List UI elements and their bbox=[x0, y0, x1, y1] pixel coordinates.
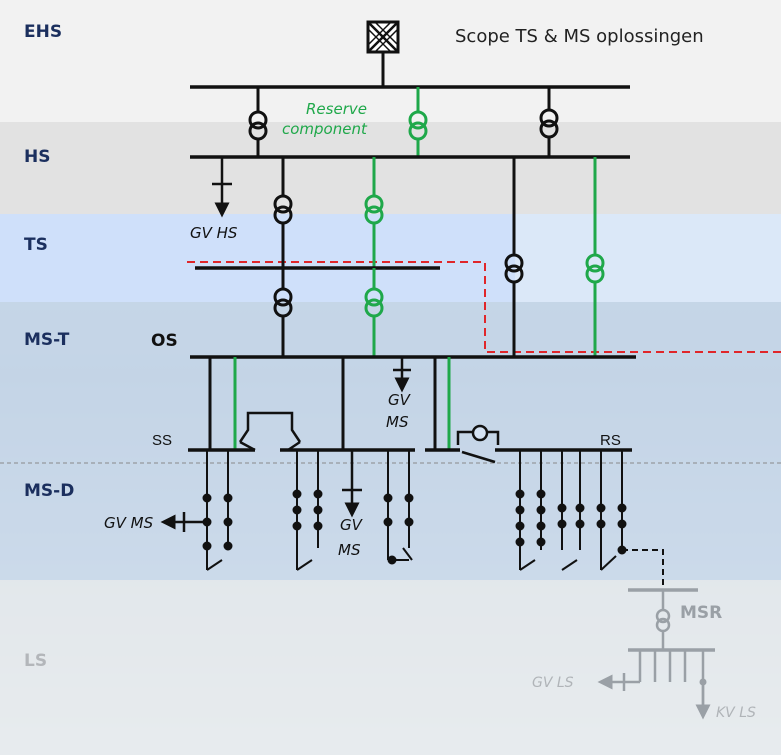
coupler-switch-icon bbox=[238, 411, 302, 452]
gv-ms-left-label: GV MS bbox=[104, 514, 154, 532]
diagram-title: Scope TS & MS oplossingen bbox=[455, 26, 704, 47]
ss-label: SS bbox=[152, 432, 172, 449]
transformer-icon bbox=[273, 268, 293, 357]
load-arrow-icon bbox=[212, 157, 232, 218]
level-ms-d: MS-D bbox=[24, 481, 74, 501]
level-ms-t: MS-T bbox=[24, 330, 70, 350]
gv-ms-mid-line1: GV bbox=[388, 391, 412, 409]
breaker-icon bbox=[515, 450, 627, 571]
gv-ls-label: GV LS bbox=[532, 675, 574, 691]
load-arrow-icon bbox=[597, 673, 640, 691]
band-ts bbox=[0, 214, 515, 302]
gv-ms-low-line1: GV bbox=[340, 516, 364, 534]
msr-link-line bbox=[622, 549, 664, 585]
load-arrow-icon bbox=[342, 450, 362, 518]
reserve-label-line2: component bbox=[282, 120, 368, 138]
gv-ms-low-line2: MS bbox=[338, 541, 361, 559]
gv-hs-label: GV HS bbox=[190, 224, 238, 242]
reserve-transformer-icon bbox=[408, 87, 428, 157]
transformer-icon bbox=[248, 87, 268, 157]
reserve-transformer-icon bbox=[585, 157, 605, 357]
kv-ls-label: KV LS bbox=[716, 705, 756, 721]
level-ts: TS bbox=[24, 235, 48, 255]
load-arrow-icon bbox=[393, 357, 411, 393]
os-label: OS bbox=[151, 331, 178, 351]
reserve-transformer-icon bbox=[364, 268, 384, 357]
level-ls: LS bbox=[24, 651, 47, 671]
msr-label: MSR bbox=[680, 603, 722, 623]
reserve-transformer-icon bbox=[364, 157, 384, 268]
level-ehs: EHS bbox=[24, 22, 62, 42]
gv-ms-mid-line2: MS bbox=[386, 413, 409, 431]
transformer-icon bbox=[273, 157, 293, 268]
reserve-label-line1: Reserve bbox=[306, 100, 367, 118]
transformer-icon bbox=[539, 87, 559, 157]
band-hs bbox=[0, 122, 781, 214]
coupler-switch-icon bbox=[456, 424, 500, 464]
load-arrow-icon bbox=[160, 512, 207, 532]
level-hs: HS bbox=[24, 147, 50, 167]
band-ms bbox=[0, 302, 781, 580]
breaker-icon bbox=[383, 450, 414, 565]
transformer-icon bbox=[504, 157, 524, 357]
grid-connection-icon bbox=[366, 20, 400, 87]
breaker-icon bbox=[202, 450, 233, 571]
band-ls bbox=[0, 580, 781, 755]
breaker-icon bbox=[292, 450, 323, 571]
rs-label: RS bbox=[600, 432, 621, 449]
band-ts-right bbox=[515, 214, 781, 302]
scope-boundary-line bbox=[187, 261, 781, 353]
band-ehs bbox=[0, 0, 781, 122]
